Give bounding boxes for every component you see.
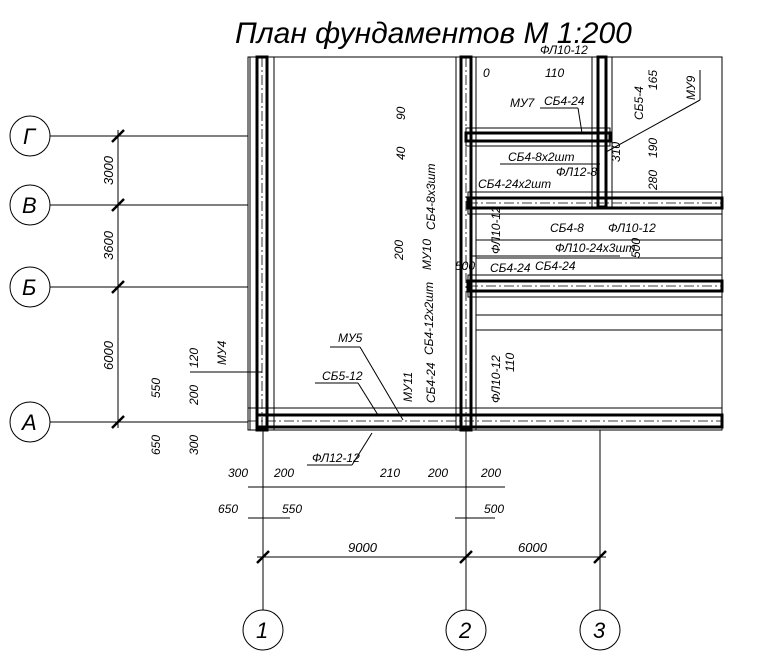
svg-text:ФЛ10-12: ФЛ10-12 <box>489 355 503 403</box>
svg-text:СБ4-12х2шт: СБ4-12х2шт <box>422 282 436 355</box>
svg-text:МУ10: МУ10 <box>420 239 434 270</box>
svg-text:МУ5: МУ5 <box>338 331 363 345</box>
svg-text:165: 165 <box>646 70 660 90</box>
foundation-walls <box>247 55 724 432</box>
svg-text:6000: 6000 <box>101 340 116 370</box>
svg-text:ФЛ10-24х3шт: ФЛ10-24х3шт <box>555 241 635 255</box>
svg-text:90: 90 <box>394 106 408 120</box>
svg-text:550: 550 <box>149 378 163 398</box>
svg-text:СБ5-12: СБ5-12 <box>322 369 363 383</box>
svg-text:СБ4-24: СБ4-24 <box>544 94 585 108</box>
svg-text:ФЛ10-12: ФЛ10-12 <box>489 206 503 254</box>
element-marks: МУ4 МУ5 СБ5-12 ФЛ12-12 МУ11 СБ4-24 ФЛ10-… <box>215 43 701 466</box>
svg-text:500: 500 <box>455 259 475 273</box>
svg-text:110: 110 <box>545 66 564 80</box>
svg-text:200: 200 <box>392 240 406 261</box>
svg-text:200: 200 <box>273 466 294 480</box>
svg-text:МУ7: МУ7 <box>510 96 536 110</box>
svg-text:3600: 3600 <box>101 230 116 260</box>
col-axis-markers: 1 2 3 <box>242 609 621 651</box>
svg-text:СБ4-24: СБ4-24 <box>490 261 531 275</box>
svg-text:3: 3 <box>593 618 606 643</box>
svg-text:40: 40 <box>394 146 408 160</box>
svg-text:Г: Г <box>23 124 37 149</box>
svg-text:ФЛ12-8: ФЛ12-8 <box>556 165 597 179</box>
svg-text:120: 120 <box>187 348 201 368</box>
svg-text:ФЛ12-12: ФЛ12-12 <box>312 451 360 465</box>
svg-text:110: 110 <box>503 353 517 372</box>
svg-text:СБ4-8: СБ4-8 <box>550 221 584 235</box>
col-dimensions: 9000 6000 <box>348 540 548 555</box>
svg-text:ФЛ10-12: ФЛ10-12 <box>608 221 656 235</box>
left-small-dimensions: 550 650 200 300 120 <box>149 348 262 455</box>
svg-text:2: 2 <box>458 618 471 643</box>
svg-text:650: 650 <box>218 502 238 516</box>
interior-dimensions: 0 110 90 40 200 500 165 190 280 310 500 … <box>392 66 660 372</box>
svg-text:МУ4: МУ4 <box>215 340 229 365</box>
plan-frame <box>247 56 723 431</box>
svg-text:0: 0 <box>483 66 490 80</box>
svg-text:500: 500 <box>484 502 504 516</box>
svg-text:200: 200 <box>480 466 501 480</box>
svg-text:310: 310 <box>609 142 623 162</box>
svg-text:СБ4-24: СБ4-24 <box>424 362 438 403</box>
svg-text:500: 500 <box>629 238 643 258</box>
svg-text:1: 1 <box>256 618 268 643</box>
row-dimensions: 3000 3600 6000 <box>101 155 116 370</box>
svg-text:9000: 9000 <box>348 540 378 555</box>
svg-text:Б: Б <box>22 275 36 300</box>
svg-text:550: 550 <box>282 502 302 516</box>
svg-text:СБ4-8х3шт: СБ4-8х3шт <box>424 164 438 230</box>
svg-text:СБ5-4: СБ5-4 <box>632 86 646 120</box>
svg-text:СБ4-24: СБ4-24 <box>535 259 576 273</box>
svg-text:МУ11: МУ11 <box>401 372 415 402</box>
svg-text:В: В <box>22 193 37 218</box>
svg-text:280: 280 <box>646 170 660 191</box>
row-axis-lines <box>50 129 248 429</box>
svg-text:300: 300 <box>187 435 201 455</box>
svg-text:МУ9: МУ9 <box>684 75 698 100</box>
svg-text:300: 300 <box>228 466 248 480</box>
drawing-title: План фундаментов М 1:200 <box>235 17 632 50</box>
svg-text:200: 200 <box>187 385 201 406</box>
svg-text:3000: 3000 <box>101 155 116 185</box>
row-axis-markers: Г В Б А <box>9 115 51 443</box>
svg-text:200: 200 <box>427 466 448 480</box>
col-axis-lines <box>248 430 607 610</box>
svg-text:190: 190 <box>646 138 660 158</box>
bottom-small-dimensions: 300 200 650 550 210 200 200 500 <box>218 466 504 516</box>
svg-text:А: А <box>20 410 37 435</box>
svg-text:ФЛ10-12: ФЛ10-12 <box>540 43 588 57</box>
svg-text:210: 210 <box>379 466 400 480</box>
svg-text:СБ4-8х2шт: СБ4-8х2шт <box>508 150 574 164</box>
svg-text:6000: 6000 <box>518 540 548 555</box>
svg-text:650: 650 <box>149 435 163 455</box>
svg-text:СБ4-24х2шт: СБ4-24х2шт <box>478 177 551 191</box>
